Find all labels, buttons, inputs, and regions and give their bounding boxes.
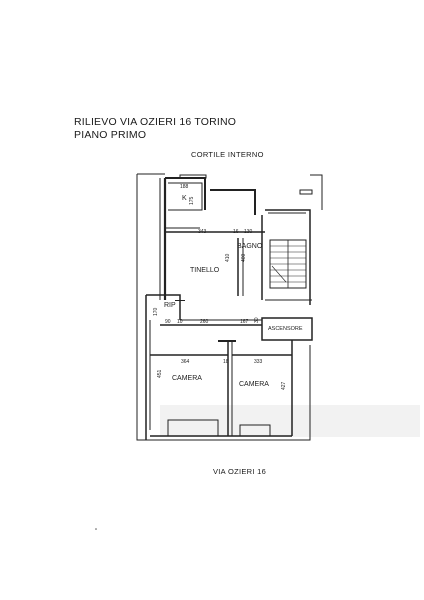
dim-rip-w2: 10 [177, 319, 183, 325]
dimension-labels: 188 175 343 16 130 410 400 170 90 10 260… [153, 184, 287, 390]
outer-walls [136, 173, 323, 441]
room-label-kitchen: K [182, 195, 187, 202]
dim-bedroom-right-width: 333 [254, 359, 263, 365]
room-label-elevator: ASCENSORE [268, 326, 303, 332]
room-label-bathroom: BAGNO [237, 243, 263, 250]
dim-k-depth: 175 [189, 196, 195, 205]
dim-tinello-depth: 410 [225, 253, 231, 262]
dim-bagno-width: 130 [244, 229, 253, 235]
dim-corridor-167: 167 [240, 319, 249, 325]
dim-corridor-30: 30 [254, 317, 260, 323]
dim-wall-18: 18 [223, 359, 229, 365]
plan-title: RILIEVO VIA OZIERI 16 TORINO [74, 116, 237, 128]
dim-rip-w1: 90 [165, 319, 171, 325]
room-label-bedroom-left: CAMERA [172, 375, 202, 382]
dim-bedroom-left-depth: 451 [157, 369, 163, 378]
dim-wall-16: 16 [233, 229, 239, 235]
dim-k-width: 188 [180, 184, 189, 190]
dim-bedroom-right-depth: 427 [281, 381, 287, 390]
page-mark [95, 528, 97, 530]
door-openings [167, 174, 313, 437]
dim-rip-depth: 170 [153, 307, 159, 316]
courtyard-label: CORTILE INTERNO [191, 150, 264, 159]
dim-bedroom-left-width: 364 [181, 359, 190, 365]
watermark [160, 405, 420, 437]
dim-bagno-depth: 400 [241, 253, 247, 262]
dim-tinello-width: 343 [198, 229, 207, 235]
dim-corridor-260: 260 [200, 319, 209, 325]
street-label: VIA OZIERI 16 [213, 467, 267, 476]
room-label-bedroom-right: CAMERA [239, 381, 269, 388]
room-label-rip: RIP [164, 302, 176, 309]
room-label-tinello: TINELLO [190, 267, 220, 274]
plan-subtitle: PIANO PRIMO [74, 129, 147, 141]
room-labels: K BAGNO TINELLO RIP ASCENSORE CAMERA CAM… [164, 195, 303, 388]
stairwell [269, 239, 307, 289]
